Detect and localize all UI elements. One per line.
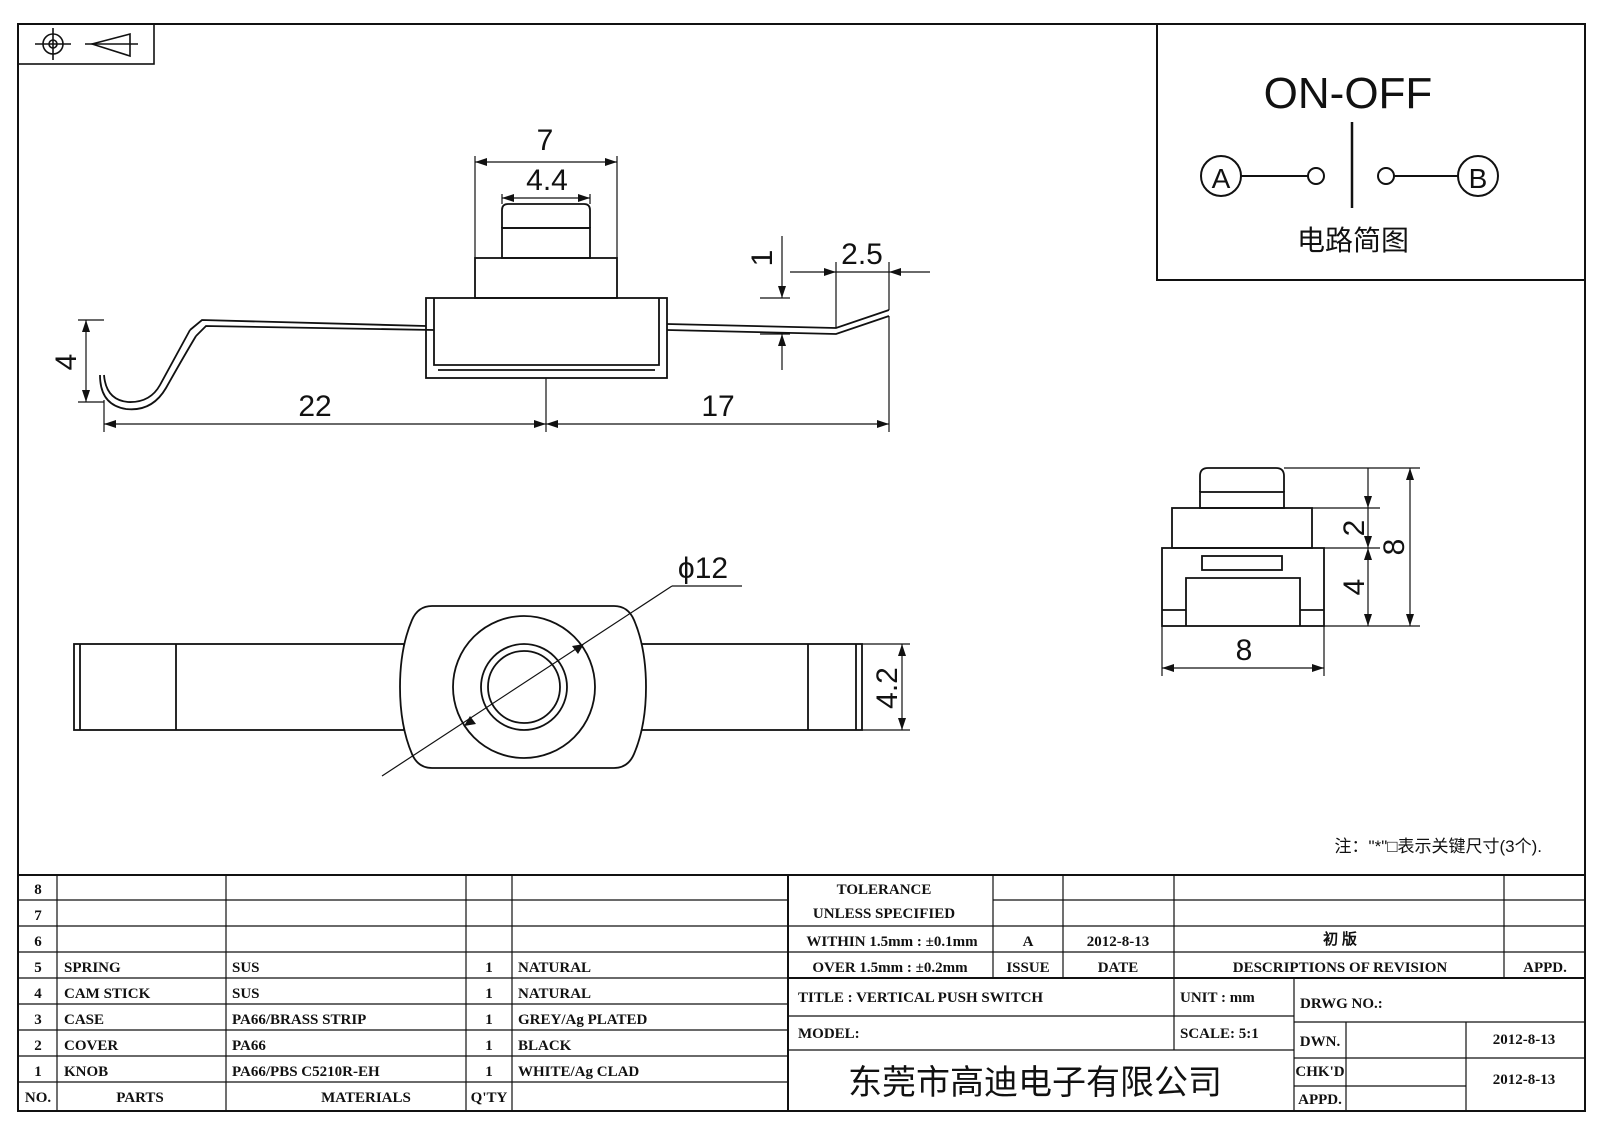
bom-table: 8 7 6 5 SPRING SUS 1 NATURAL 4 CAM STICK… [25, 882, 648, 1106]
table-row: 8 [34, 882, 42, 898]
dim-tab-length: 2.5 [841, 238, 883, 271]
row-no: 1 [34, 1064, 42, 1080]
row-no: 7 [34, 908, 42, 924]
checked-label: CHK'D [1295, 1064, 1344, 1080]
header-qty: Q'TY [471, 1090, 508, 1106]
header-no: NO. [25, 1090, 52, 1106]
front-view-dimensions: 7 4.4 1 2.5 4 22 17 [50, 124, 930, 432]
table-row: 3 CASE PA66/BRASS STRIP 1 GREY/Ag PLATED [34, 1012, 647, 1028]
circuit-diagram: ON-OFF A B 电路简图 [1156, 23, 1586, 281]
row-part: SPRING [64, 960, 121, 976]
terminal-b-icon [1457, 155, 1499, 197]
side-view-dimensions: 2 4 8 8 [1161, 467, 1420, 676]
header-parts: PARTS [116, 1090, 164, 1106]
contact-right-icon [1377, 167, 1395, 185]
unit-label: UNIT : mm [1180, 990, 1255, 1006]
row-material: PA66/BRASS STRIP [232, 1012, 366, 1028]
tolerance-over: OVER 1.5mm : ±0.2mm [812, 960, 968, 976]
dim-side-width: 8 [1236, 634, 1253, 667]
side-view [1161, 467, 1325, 627]
terminal-b-label: B [1469, 163, 1488, 194]
row-qty: 1 [485, 986, 493, 1002]
date-value: 2012-8-13 [1087, 934, 1150, 950]
table-row: 2 COVER PA66 1 BLACK [34, 1038, 571, 1054]
scale-label: SCALE: 5:1 [1180, 1026, 1259, 1042]
row-qty: 1 [485, 1038, 493, 1054]
dim-top-width: 7 [537, 124, 554, 157]
row-material: SUS [232, 986, 260, 1002]
tolerance-within: WITHIN 1.5mm : ±0.1mm [806, 934, 978, 950]
top-view [73, 605, 863, 769]
header-materials: MATERIALS [321, 1090, 411, 1106]
dim-side-height: 8 [1378, 539, 1411, 556]
drawing-number-label: DRWG NO.: [1300, 996, 1383, 1012]
row-material: PA66 [232, 1038, 266, 1054]
row-part: COVER [64, 1038, 118, 1054]
row-qty: 1 [485, 960, 493, 976]
projection-symbol-icon [17, 23, 155, 65]
dim-left-length: 22 [298, 390, 331, 423]
row-finish: GREY/Ag PLATED [518, 1012, 647, 1028]
row-part: CAM STICK [64, 986, 151, 1002]
drawn-date: 2012-8-13 [1493, 1032, 1556, 1048]
front-view [99, 203, 890, 411]
dim-strip-width: 4.2 [871, 667, 904, 709]
row-material: PA66/PBS C5210R-EH [232, 1064, 380, 1080]
drawn-label: DWN. [1300, 1034, 1341, 1050]
row-finish: NATURAL [518, 960, 591, 976]
terminal-a-label: A [1212, 163, 1231, 194]
dim-hook-height: 4 [50, 354, 83, 371]
drawing-title: TITLE : VERTICAL PUSH SWITCH [798, 990, 1043, 1006]
table-header: NO. PARTS MATERIALS Q'TY [25, 1090, 508, 1106]
issue-value: A [1023, 934, 1034, 950]
revision-description: 初 版 [1323, 930, 1357, 948]
dim-side-base: 4 [1338, 579, 1371, 596]
approval-label: APPD. [1298, 1092, 1342, 1108]
row-no: 6 [34, 934, 42, 950]
row-finish: BLACK [518, 1038, 572, 1054]
table-row: 6 [34, 934, 42, 950]
table-row: 1 KNOB PA66/PBS C5210R-EH 1 WHITE/Ag CLA… [34, 1064, 639, 1080]
approved-label: APPD. [1523, 960, 1567, 976]
table-row: 7 [34, 908, 42, 924]
row-no: 5 [34, 960, 42, 976]
table-row: 4 CAM STICK SUS 1 NATURAL [34, 986, 591, 1002]
top-view-dimensions: ϕ12 4.2 [381, 552, 910, 777]
dim-right-length: 17 [701, 390, 734, 423]
circuit-caption: 电路简图 [1297, 225, 1409, 256]
row-finish: WHITE/Ag CLAD [518, 1064, 639, 1080]
drawing-border [17, 23, 1586, 1112]
table-row: 5 SPRING SUS 1 NATURAL [34, 960, 591, 976]
issue-label: ISSUE [1006, 960, 1049, 976]
checked-date: 2012-8-13 [1493, 1072, 1556, 1088]
circuit-title: ON-OFF [1264, 69, 1433, 118]
dim-side-step: 2 [1338, 520, 1371, 537]
tolerance-label: TOLERANCE [837, 882, 932, 898]
row-part: KNOB [64, 1064, 108, 1080]
key-dimension-note: 注："*"□表示关键尺寸(3个). [1335, 837, 1542, 856]
row-qty: 1 [485, 1064, 493, 1080]
row-qty: 1 [485, 1012, 493, 1028]
company-name: 东莞市高迪电子有限公司 [848, 1064, 1222, 1102]
row-material: SUS [232, 960, 260, 976]
dim-knob-width: 4.4 [526, 164, 568, 197]
row-no: 3 [34, 1012, 42, 1028]
row-no: 8 [34, 882, 42, 898]
row-no: 4 [34, 986, 42, 1002]
title-block-grid [18, 874, 1585, 1111]
date-label: DATE [1098, 960, 1139, 976]
model-label: MODEL: [798, 1026, 860, 1042]
row-no: 2 [34, 1038, 42, 1054]
description-label: DESCRIPTIONS OF REVISION [1233, 960, 1448, 976]
contact-left-icon [1307, 167, 1325, 185]
revision-block: TOLERANCE UNLESS SPECIFIED WITHIN 1.5mm … [798, 882, 1567, 1108]
tolerance-unless: UNLESS SPECIFIED [813, 906, 955, 922]
row-part: CASE [64, 1012, 104, 1028]
row-finish: NATURAL [518, 986, 591, 1002]
dim-diameter: ϕ12 [678, 552, 728, 585]
dim-tab-height: 1 [746, 250, 779, 267]
